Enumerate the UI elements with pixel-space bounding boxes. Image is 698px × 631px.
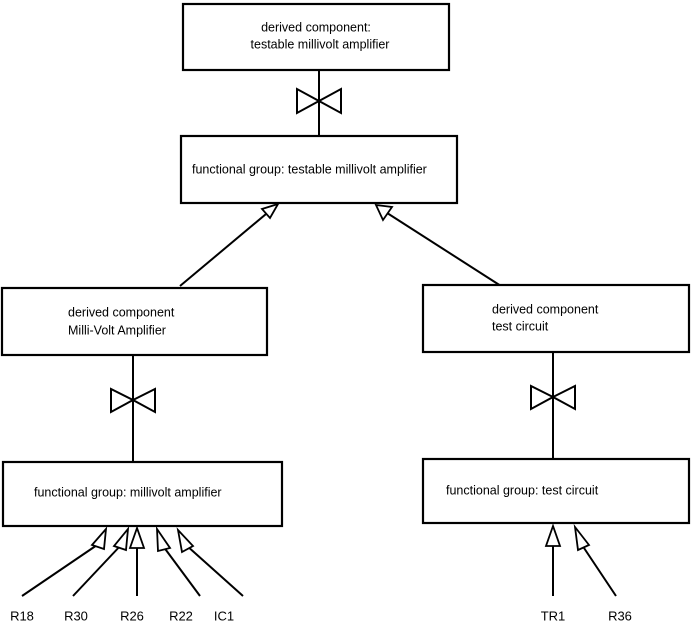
node-left-functional-group[interactable]: functional group: millivolt amplifier <box>1 460 284 528</box>
leaf-label-tr1: TR1 <box>541 608 566 623</box>
top-derived-component-line1: derived component: <box>261 20 371 34</box>
arrow-right-derived-to-top-functional <box>374 203 502 287</box>
leaf-label-ic1: IC1 <box>214 608 234 623</box>
leaf-label-r36: R36 <box>608 608 632 623</box>
right-functional-group-box[interactable] <box>421 457 691 525</box>
leaf-label-r26: R26 <box>120 608 144 623</box>
node-left-derived-component[interactable]: derived component Milli-Volt Amplifier <box>0 286 269 357</box>
bowtie-connector-right <box>530 384 576 411</box>
left-derived-component-box[interactable] <box>0 286 269 357</box>
top-functional-group-line1: functional group: testable millivolt amp… <box>192 162 427 176</box>
arrow-leaf-tr1 <box>544 523 562 596</box>
arrow-leaf-r22 <box>155 525 201 597</box>
top-derived-component-box[interactable] <box>181 2 451 72</box>
left-functional-group-box[interactable] <box>1 460 284 528</box>
arrow-leaf-r36 <box>573 523 617 597</box>
bowtie-connector-top <box>296 87 342 115</box>
arrow-leaf-r18 <box>21 526 108 597</box>
node-top-functional-group[interactable]: functional group: testable millivolt amp… <box>179 134 459 205</box>
right-derived-component-box[interactable] <box>421 283 691 354</box>
arrow-left-derived-to-top-functional <box>179 202 280 287</box>
leaf-label-r30: R30 <box>64 608 88 623</box>
left-derived-component-line1: derived component <box>68 305 175 319</box>
leaf-label-r22: R22 <box>169 608 193 623</box>
node-right-functional-group[interactable]: functional group: test circuit <box>421 457 691 525</box>
top-functional-group-box[interactable] <box>179 134 459 205</box>
top-derived-component-line2: testable millivolt amplifier <box>251 37 390 51</box>
right-derived-component-line1: derived component <box>492 302 599 316</box>
bowtie-connector-left <box>110 387 156 414</box>
left-derived-component-line2: Milli-Volt Amplifier <box>68 323 166 337</box>
leaf-label-r18: R18 <box>10 608 34 623</box>
arrow-leaf-r26 <box>128 525 146 596</box>
node-right-derived-component[interactable]: derived component test circuit <box>421 283 691 354</box>
left-functional-group-line1: functional group: millivolt amplifier <box>34 485 222 499</box>
arrow-leaf-r30 <box>72 526 130 597</box>
arrow-leaf-ic1 <box>176 527 244 597</box>
right-derived-component-line2: test circuit <box>492 319 549 333</box>
right-functional-group-line1: functional group: test circuit <box>446 483 599 497</box>
node-top-derived-component[interactable]: derived component: testable millivolt am… <box>181 2 451 72</box>
